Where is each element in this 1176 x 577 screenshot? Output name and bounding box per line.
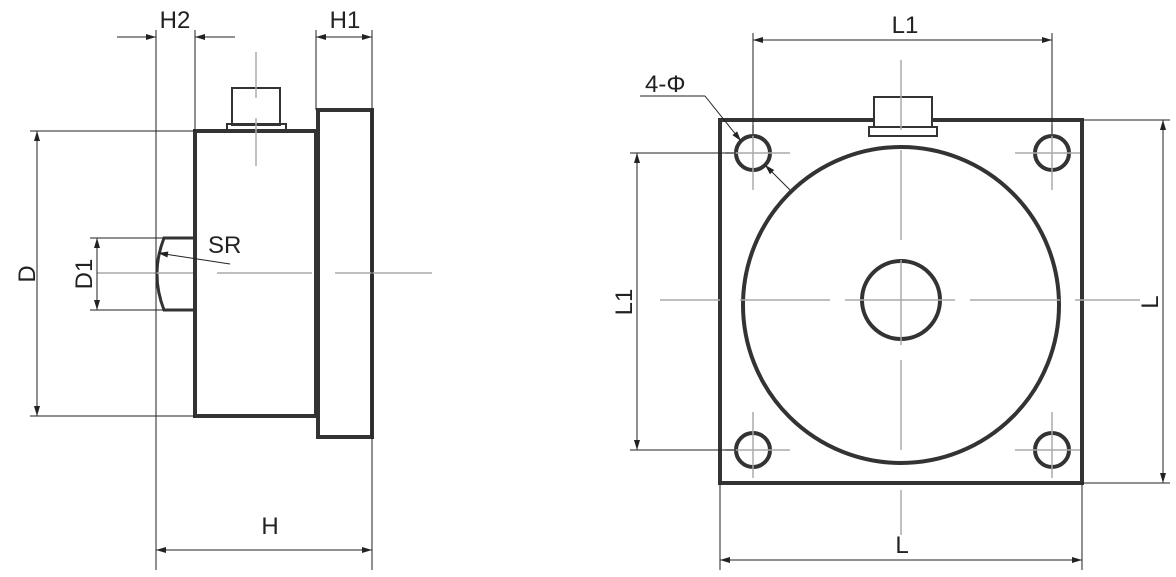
l1-top-label: L1: [892, 12, 919, 39]
connector: [873, 96, 933, 128]
front-view: L1 L1 L L 4-Φ: [611, 12, 1170, 570]
side-view: H2 H1 H D D1 SR: [14, 7, 432, 570]
d1-label: D1: [71, 259, 98, 290]
h1-label: H1: [330, 7, 361, 34]
l-bottom-label: L: [895, 532, 908, 559]
d-label: D: [14, 265, 41, 282]
sr-label: SR: [208, 232, 241, 259]
body-circle: [741, 145, 1061, 465]
sr-leader: [157, 251, 231, 265]
load-button: [155, 236, 193, 312]
connector-base: [868, 126, 938, 137]
holes-label: 4-Φ: [645, 71, 686, 98]
h2-label: H2: [160, 7, 191, 34]
hole-leader: [704, 95, 742, 142]
l1-left-label: L1: [611, 289, 638, 316]
h-label: H: [261, 513, 278, 540]
l-right-label: L: [1137, 295, 1164, 308]
